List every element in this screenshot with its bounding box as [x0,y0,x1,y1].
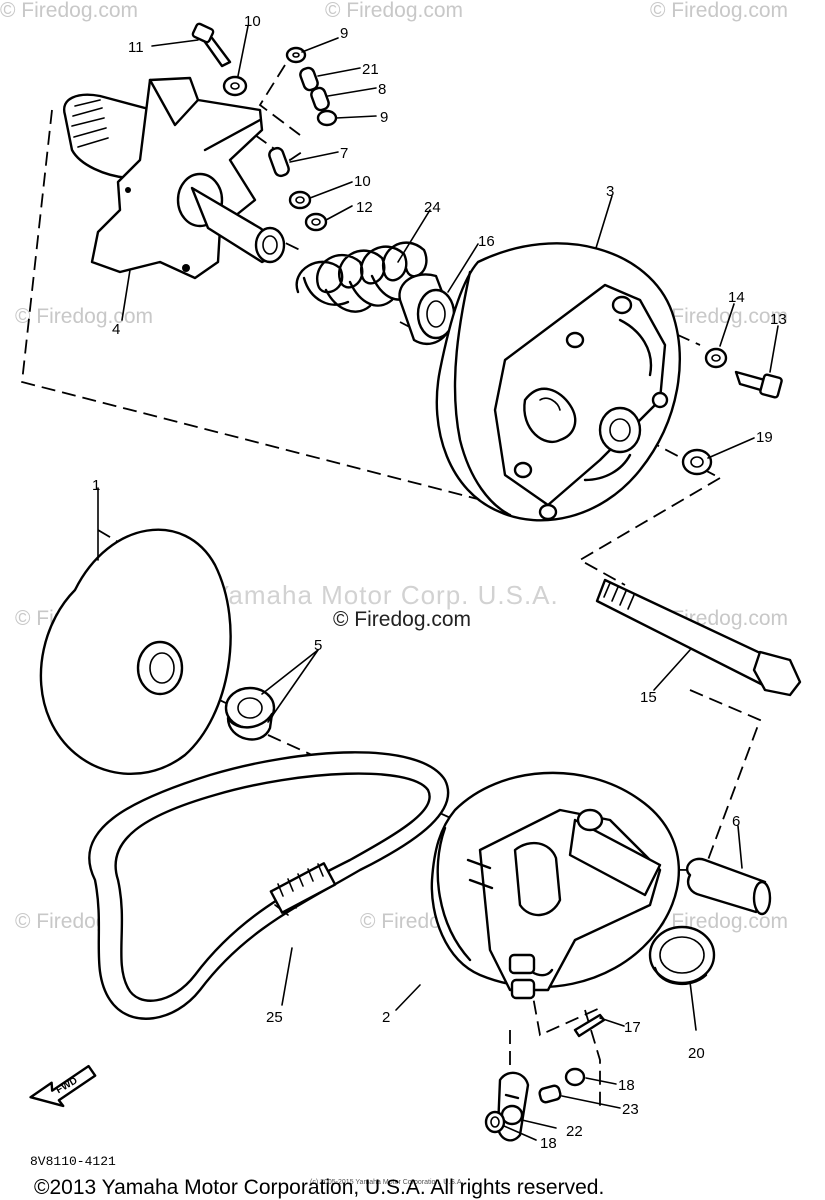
callout-16: 16 [478,233,495,250]
bushing-part-16 [398,273,456,346]
cover-part-3 [435,242,681,522]
callout-8: 8 [378,81,386,98]
diagram-code: 8V8110-4121 [30,1154,116,1169]
callout-10: 10 [354,173,371,190]
watermark-firedog: © Firedog.com [650,305,788,328]
callout-2: 2 [382,1009,390,1026]
callout-11: 11 [128,39,144,56]
callout-14: 14 [728,289,745,306]
watermark-firedog: © Firedog.com [15,305,153,328]
sleeve-part-6 [685,857,772,916]
callout-20: 20 [688,1045,705,1062]
callout-numbers: 11 10 9 21 8 9 7 10 12 24 16 3 4 14 13 1… [92,13,787,1152]
spring-part-24 [295,241,428,313]
callout-9: 9 [380,109,388,126]
callout-22: 22 [566,1123,583,1140]
bolt-part-11 [191,22,232,68]
watermark-center: © Firedog.com [333,608,471,631]
callout-25: 25 [266,1009,283,1026]
callout-17: 17 [624,1019,641,1036]
callout-19: 19 [756,429,773,446]
belt-part-25 [88,751,450,1020]
callout-15: 15 [640,689,657,706]
callout-7: 7 [340,145,348,162]
watermark-firedog: © Firedog.com [325,0,463,22]
callout-13: 13 [770,311,787,328]
callout-12: 12 [356,199,373,216]
hardware-parts-13-14-19 [681,347,783,476]
callout-3: 3 [606,183,614,200]
callout-18: 18 [540,1135,557,1152]
fixed-sheave-part-1 [39,528,232,776]
callout-24: 24 [424,199,441,216]
callout-9: 9 [340,25,348,42]
spider-hub-part-4 [62,76,286,280]
callout-18: 18 [618,1077,635,1094]
small-hardware-upper [222,46,338,232]
forward-direction-icon: FWD [29,1064,97,1108]
watermark-firedog: © Firedog.com [0,0,138,22]
movable-sheave-part-2 [430,771,680,1000]
callout-6: 6 [732,813,740,830]
copyright-notice: ©2013 Yamaha Motor Corporation, U.S.A. A… [34,1176,604,1199]
callout-21: 21 [362,61,379,78]
watermark-yamaha: Yamaha Motor Corp. U.S.A. [212,580,559,610]
callout-1: 1 [92,477,100,494]
callout-23: 23 [622,1101,639,1118]
callout-4: 4 [112,321,120,338]
seals-part-5 [224,686,276,741]
callout-5: 5 [314,637,322,654]
seal-part-20 [648,925,716,986]
watermark-firedog: © Firedog.com [650,0,788,22]
leader-lines [97,25,779,1141]
long-bolt-part-15 [595,578,802,697]
fine-print: (c) 2005-2015 Yamaha Motor Corporation, … [310,1179,463,1186]
callout-10: 10 [244,13,261,30]
